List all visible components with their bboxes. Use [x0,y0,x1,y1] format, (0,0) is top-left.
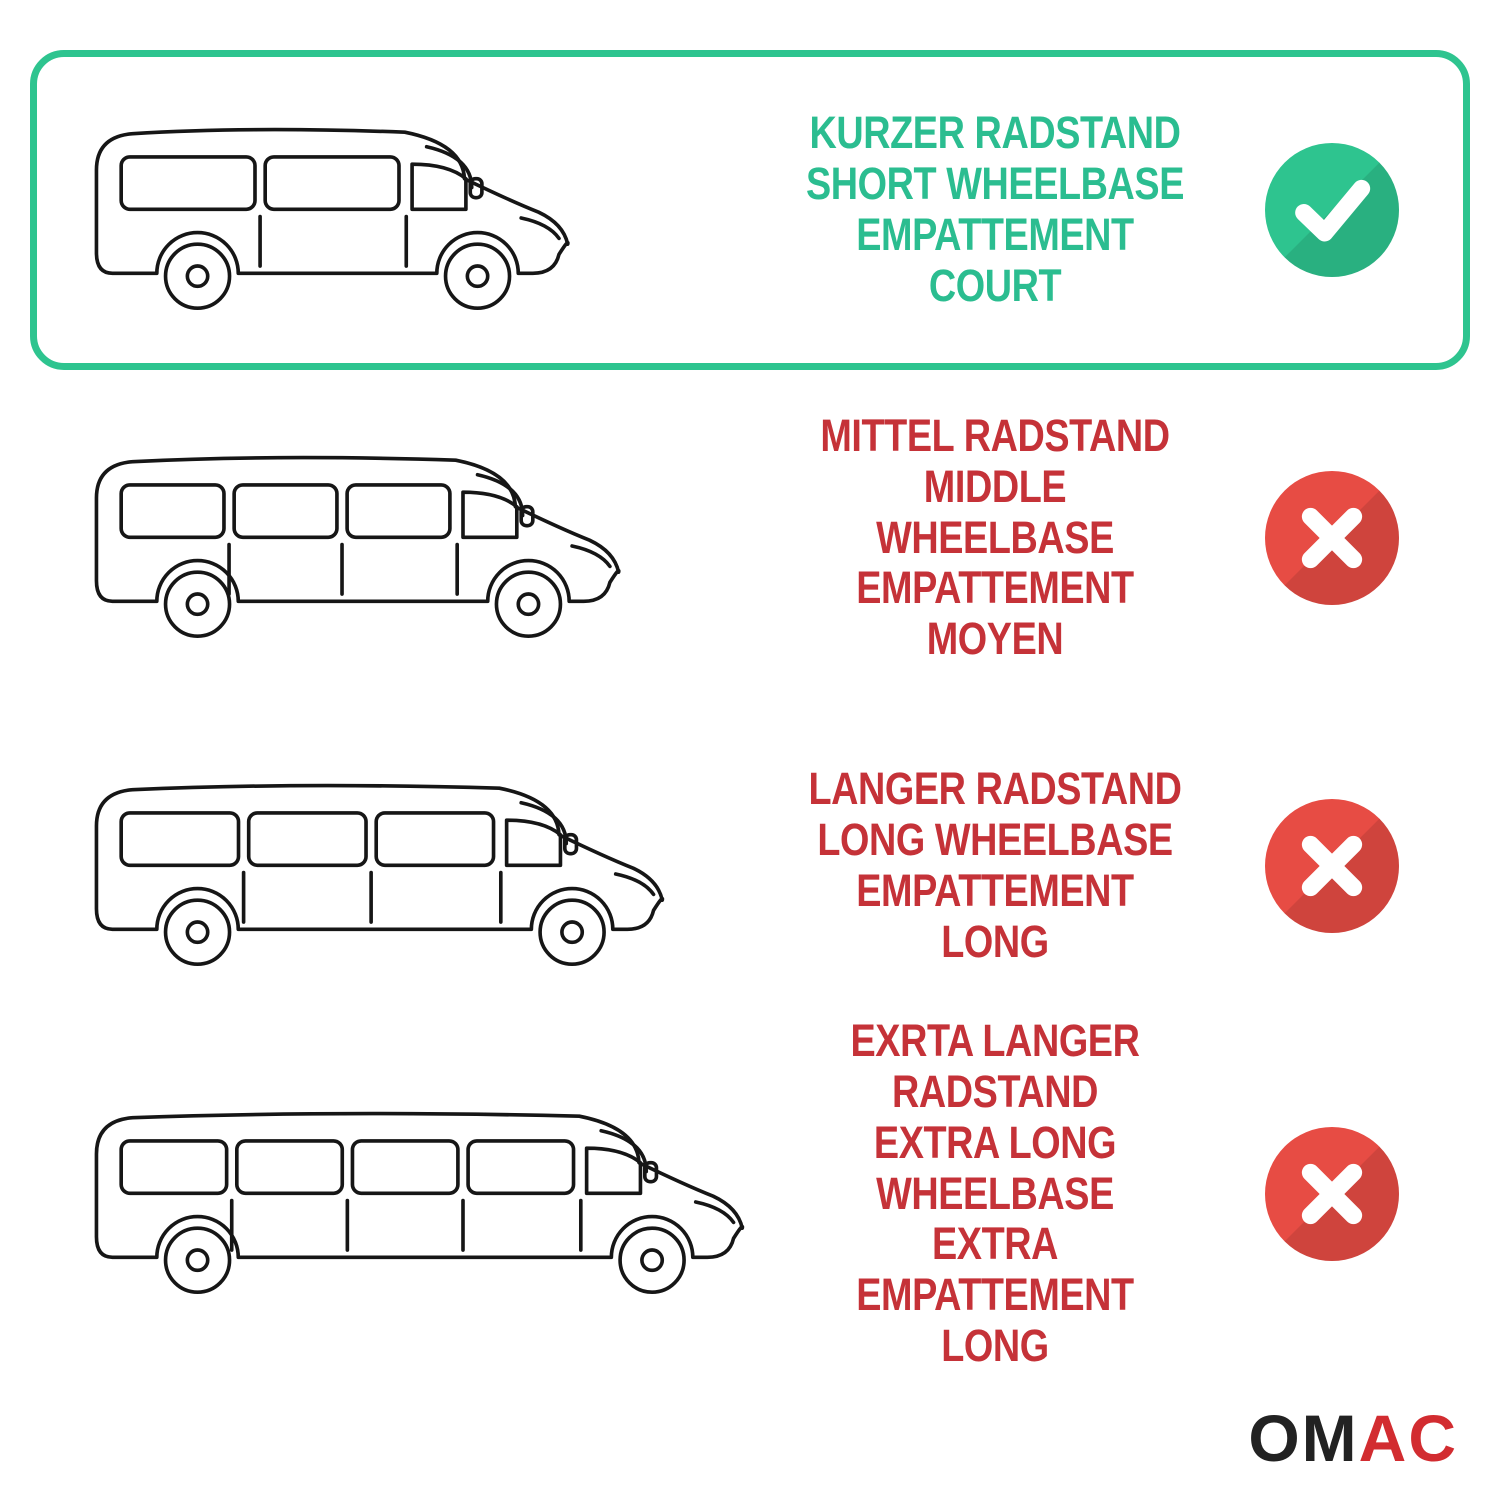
row-extra-long-wheelbase: EXRTA LANGER RADSTAND EXTRA LONG WHEELBA… [30,1015,1470,1371]
label-line-de: KURZER RADSTAND [809,107,1181,159]
status-icon-short [1227,143,1437,277]
logo-text-red: AC [1358,1401,1458,1475]
short-wheelbase-van-illustration [63,90,763,330]
extra-long-wheelbase-van-illustration [63,1074,763,1314]
row-middle-wheelbase: MITTEL RADSTAND MIDDLE WHEELBASE EMPATTE… [30,378,1470,698]
label-line-en: SHORT WHEELBASE [805,158,1184,210]
x-icon [1265,1127,1399,1261]
long-wheelbase-van-illustration [63,746,763,986]
label-line-de: MITTEL RADSTAND [820,409,1170,461]
row-short-wheelbase: KURZER RADSTAND SHORT WHEELBASE EMPATTEM… [30,50,1470,370]
omac-logo: OMAC [1248,1400,1458,1476]
label-line-fr: EMPATTEMENT COURT [856,209,1134,311]
extra-long-wheelbase-labels: EXRTA LANGER RADSTAND EXTRA LONG WHEELBA… [800,1015,1190,1372]
logo-text-black: OM [1248,1401,1359,1475]
label-line-fr: EXTRA EMPATTEMENT LONG [856,1218,1134,1372]
label-line-en: LONG WHEELBASE [817,814,1173,866]
x-icon [1265,471,1399,605]
status-icon-middle [1227,471,1437,605]
x-icon [1265,799,1399,933]
status-icon-long [1227,799,1437,933]
short-wheelbase-labels: KURZER RADSTAND SHORT WHEELBASE EMPATTEM… [800,107,1190,311]
row-long-wheelbase: LANGER RADSTAND LONG WHEELBASE EMPATTEME… [30,706,1470,1026]
label-line-en: MIDDLE WHEELBASE [876,460,1114,563]
middle-wheelbase-labels: MITTEL RADSTAND MIDDLE WHEELBASE EMPATTE… [800,409,1190,665]
middle-wheelbase-van-illustration [63,418,763,658]
status-icon-extra-long [1227,1127,1437,1261]
label-line-fr: EMPATTEMENT MOYEN [856,562,1134,665]
long-wheelbase-labels: LANGER RADSTAND LONG WHEELBASE EMPATTEME… [800,763,1190,967]
label-line-de: LANGER RADSTAND [808,763,1182,815]
label-line-de: EXRTA LANGER RADSTAND [850,1015,1140,1117]
check-icon [1265,143,1399,277]
label-line-en: EXTRA LONG WHEELBASE [873,1116,1117,1219]
label-line-fr: EMPATTEMENT LONG [856,865,1134,967]
